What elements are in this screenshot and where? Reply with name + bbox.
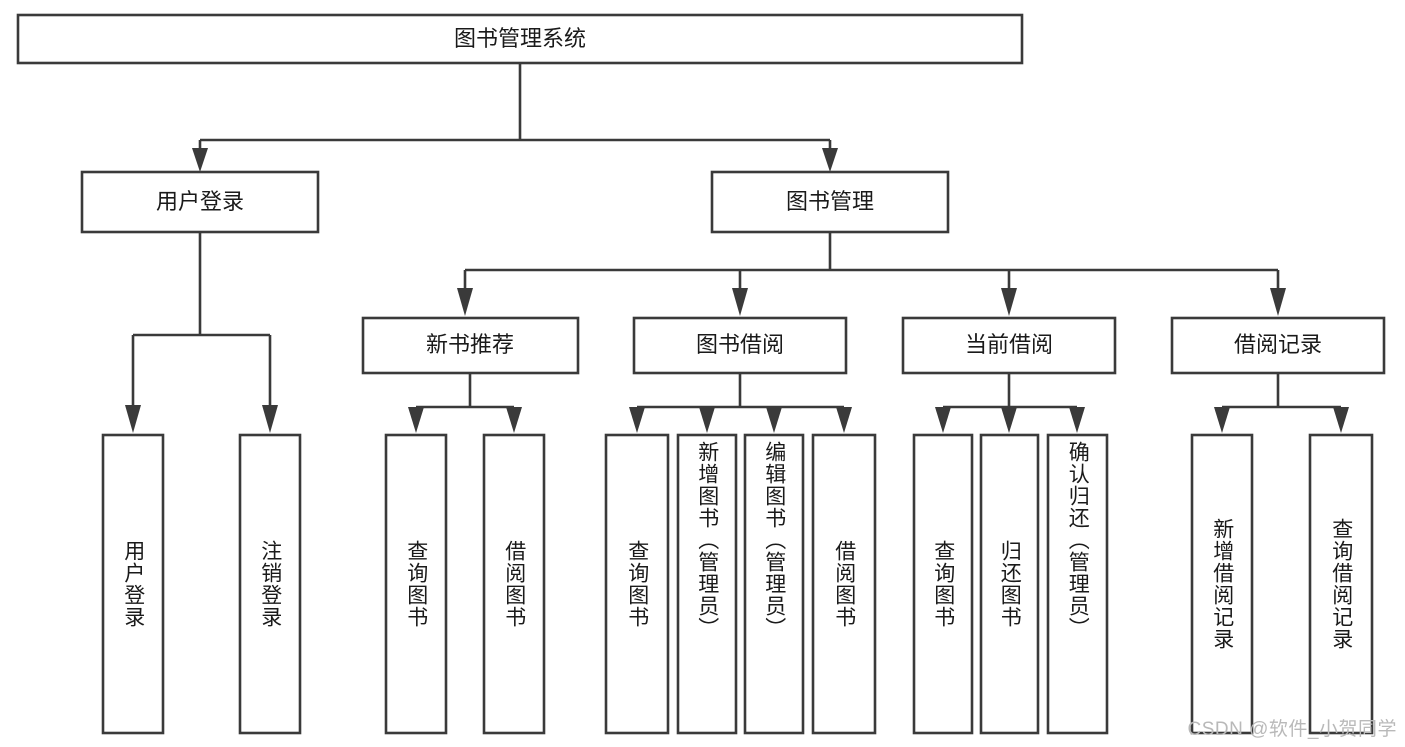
root-label: 图书管理系统 bbox=[454, 26, 586, 51]
arrow-head-leaf-query-book-3 bbox=[935, 407, 951, 433]
node-user-login[interactable]: 用户登录 bbox=[80, 170, 320, 234]
node-new-book-recommend[interactable]: 新书推荐 bbox=[361, 316, 580, 375]
book-management-label: 图书管理 bbox=[786, 189, 874, 214]
node-book-management[interactable]: 图书管理 bbox=[710, 170, 950, 234]
leaf-box-edit-book[interactable] bbox=[743, 433, 805, 735]
leaf-box-user-logout[interactable] bbox=[238, 433, 302, 735]
arrow-head-leaf-confirm-return bbox=[1069, 407, 1085, 433]
connector-group-userlogin bbox=[125, 232, 278, 433]
node-book-borrow[interactable]: 图书借阅 bbox=[632, 316, 848, 375]
current-borrow-label: 当前借阅 bbox=[965, 332, 1053, 357]
arrow-head-leaf-query-book-1 bbox=[408, 407, 424, 433]
leaf-box-query-book-3[interactable] bbox=[912, 433, 974, 735]
arrow-head-leaf-borrow-book-1 bbox=[506, 407, 522, 433]
leaf-box-query-record[interactable] bbox=[1308, 433, 1374, 735]
arrow-head-borrowbook bbox=[732, 288, 748, 316]
leaf-box-borrow-book-2[interactable] bbox=[811, 433, 877, 735]
connector-group-newbook bbox=[408, 373, 522, 433]
book-borrow-box[interactable] bbox=[632, 316, 848, 375]
arrow-head-leaf-return-book bbox=[1001, 407, 1017, 433]
leaf-box-add-book[interactable] bbox=[676, 433, 738, 735]
root-box[interactable] bbox=[16, 13, 1024, 65]
arrow-head-leaf-add-record bbox=[1214, 407, 1230, 433]
user-login-label: 用户登录 bbox=[156, 189, 244, 214]
arrow-head-leaf-query-book-2 bbox=[629, 407, 645, 433]
arrow-head-newbook bbox=[457, 288, 473, 316]
arrow-head-leaf-borrow-book-2 bbox=[836, 407, 852, 433]
current-borrow-box[interactable] bbox=[901, 316, 1117, 375]
leaf-box-query-book-2[interactable] bbox=[604, 433, 670, 735]
leaf-box-return-book[interactable] bbox=[979, 433, 1040, 735]
arrow-head-borrowrecord bbox=[1270, 288, 1286, 316]
node-root[interactable]: 图书管理系统 bbox=[16, 13, 1024, 65]
arrow-head-leaf-add-book bbox=[699, 407, 715, 433]
arrow-head-leaf-user-logout bbox=[262, 405, 278, 433]
leaf-boxes bbox=[101, 433, 1374, 735]
borrow-record-label: 借阅记录 bbox=[1234, 332, 1322, 357]
arrow-head-leaf-user-login bbox=[125, 405, 141, 433]
arrow-head-leaf-query-record bbox=[1333, 407, 1349, 433]
leaf-box-add-record[interactable] bbox=[1190, 433, 1254, 735]
connector-group-borrowrecord bbox=[1214, 373, 1349, 433]
leaf-box-query-book-1[interactable] bbox=[384, 433, 448, 735]
book-borrow-label: 图书借阅 bbox=[696, 332, 784, 357]
leaf-box-confirm-return[interactable] bbox=[1046, 433, 1109, 735]
arrow-head-currentborrow bbox=[1001, 288, 1017, 316]
connector-group-currentborrow bbox=[935, 373, 1085, 433]
arrow-head-userlogin bbox=[192, 148, 208, 172]
connector-group-bookmgmt bbox=[457, 232, 1286, 316]
node-current-borrow[interactable]: 当前借阅 bbox=[901, 316, 1117, 375]
node-borrow-record[interactable]: 借阅记录 bbox=[1170, 316, 1386, 375]
borrow-record-box[interactable] bbox=[1170, 316, 1386, 375]
connector-group-root bbox=[192, 63, 838, 172]
connector-group-borrowbook bbox=[629, 373, 852, 433]
user-login-box[interactable] bbox=[80, 170, 320, 234]
leaf-box-user-login[interactable] bbox=[101, 433, 165, 735]
watermark-text: CSDN @软件_小贺同学 bbox=[1187, 719, 1397, 740]
arrow-head-bookmgmt bbox=[822, 148, 838, 172]
book-management-box[interactable] bbox=[710, 170, 950, 234]
new-book-recommend-label: 新书推荐 bbox=[426, 332, 514, 357]
leaf-box-borrow-book-1[interactable] bbox=[482, 433, 546, 735]
new-book-recommend-box[interactable] bbox=[361, 316, 580, 375]
arrow-head-leaf-edit-book bbox=[766, 407, 782, 433]
